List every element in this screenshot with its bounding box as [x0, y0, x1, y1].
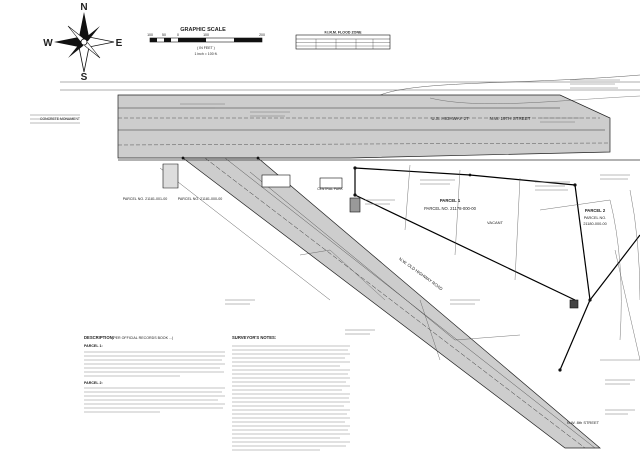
description-subtitle: (PER OFFICIAL RECORDS BOOK ...): [112, 336, 173, 340]
parcel-boundaries: [354, 167, 640, 371]
annotation-lines: [30, 79, 635, 415]
street-19th-label: N.W. 19TH STREET: [489, 116, 530, 121]
surveyor-notes-title: SURVEYOR'S NOTES:: [232, 335, 276, 340]
scale-units: ( IN FEET ): [197, 46, 215, 50]
flood-zone-table: [295, 34, 391, 50]
parcel1-desc-label: PARCEL 1:: [84, 344, 103, 348]
scale-tick-5: 200: [259, 33, 265, 37]
scale-bar: [149, 37, 263, 43]
scale-ratio: 1 inch = 100 ft.: [194, 52, 217, 56]
parcel-left2-id: PARCEL NO. 21181-000-00: [178, 197, 222, 201]
old-highway-lines: [159, 157, 596, 449]
east-label: E: [116, 38, 123, 49]
vacant-label: VACANT: [487, 220, 503, 225]
south-label: S: [81, 72, 88, 83]
scale-title: GRAPHIC SCALE: [180, 27, 226, 33]
scale-tick-1: 100: [147, 33, 153, 37]
surveyor-notes-lines: [232, 345, 350, 451]
parcel2-name: PARCEL 2: [585, 208, 606, 213]
highway-label: U.S. HIGHWAY 27: [431, 116, 469, 121]
structures: [162, 163, 579, 309]
parcel1-name: PARCEL 1: [440, 198, 461, 203]
north-label: N: [80, 2, 87, 13]
description-title: DESCRIPTION:: [84, 335, 114, 340]
survey-markers: [181, 156, 592, 372]
parcel-left1-id: PARCEL NO. 21181-001-00: [123, 197, 167, 201]
flood-table-title: F.I.R.M. FLOOD ZONE: [325, 31, 363, 35]
scale-tick-3: 0: [177, 33, 179, 37]
highway-lines: [60, 74, 640, 161]
parcel2-id: PARCEL NO.: [584, 216, 607, 220]
north-arrow-icon: [54, 12, 115, 73]
parcel1-id: PARCEL NO. 21178-000-00: [424, 206, 476, 211]
street-8th-label: N.W. 8th STREET: [567, 420, 600, 425]
scale-tick-2: 50: [162, 33, 166, 37]
central-park-label: CENTRAL PARK: [317, 187, 343, 191]
concrete-monument-label: CONCRETE MONUMENT: [40, 117, 80, 121]
scale-tick-4: 100: [203, 33, 209, 37]
west-label: W: [43, 38, 53, 49]
parcel2-desc-label: PARCEL 2:: [84, 381, 103, 385]
old-highway-right-of-way: [181, 157, 601, 449]
parcel2-id2: 21180-000-00: [583, 222, 606, 226]
description-text-lines: [84, 351, 225, 413]
highway-right-of-way: [117, 94, 611, 159]
